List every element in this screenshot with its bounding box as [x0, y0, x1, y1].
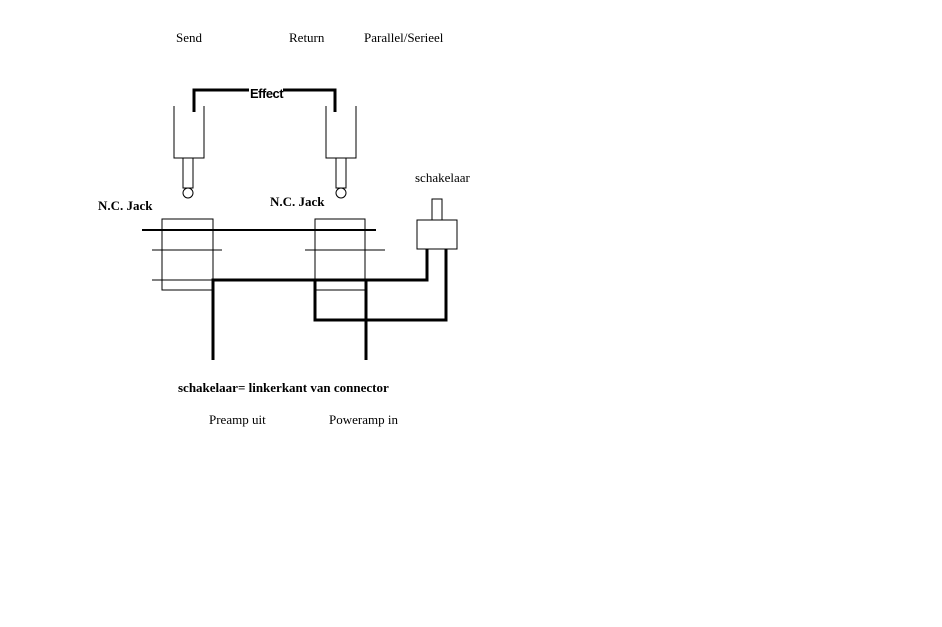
nc-jack-left-label: N.C. Jack [98, 198, 153, 213]
parallel-serial-label: Parallel/Serieel [364, 30, 444, 45]
send-plug [173, 106, 205, 199]
switch [416, 198, 458, 250]
nc-jack-left [152, 218, 222, 291]
poweramp-in-label: Poweramp in [329, 412, 398, 427]
wiring [211, 249, 448, 360]
nc-jack-right-label: N.C. Jack [270, 194, 325, 209]
effect-cable-right [283, 88, 337, 112]
preamp-out-label: Preamp uit [209, 412, 266, 427]
effect-label: Effect [250, 86, 284, 101]
note-text: schakelaar= linkerkant van connector [178, 380, 389, 395]
nc-jack-right [305, 218, 385, 291]
return-label: Return [289, 30, 325, 45]
send-label: Send [176, 30, 203, 45]
return-plug [325, 106, 357, 199]
effect-cable-left [192, 88, 249, 112]
switch-label: schakelaar [415, 170, 471, 185]
